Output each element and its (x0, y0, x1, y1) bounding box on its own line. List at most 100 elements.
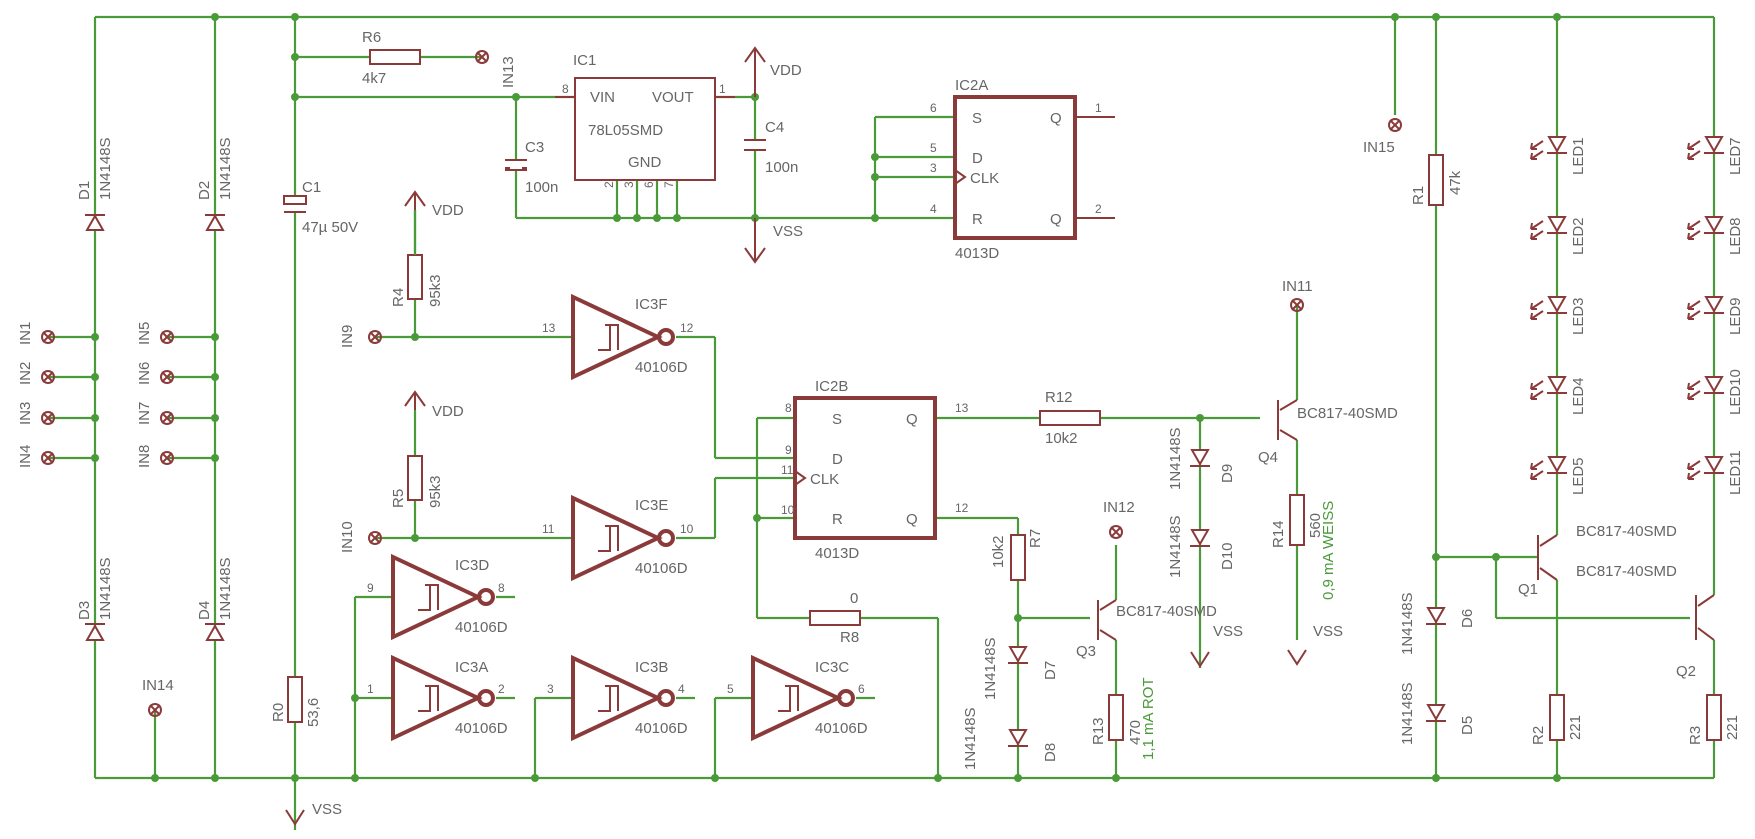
diode-d6: D6 1N4148S (1399, 592, 1476, 655)
svg-text:5: 5 (930, 141, 937, 155)
svg-text:1: 1 (719, 82, 726, 96)
capacitors: C3 100n C4 100n C1 47µ 50V (283, 119, 798, 236)
svg-text:12: 12 (680, 321, 694, 335)
inverter-ic3c: IC3C 40106D 5 6 (727, 654, 868, 742)
svg-text:C3: C3 (525, 139, 544, 156)
led-label: LED2 (1570, 217, 1587, 255)
svg-text:6: 6 (642, 181, 656, 188)
svg-text:0: 0 (850, 590, 858, 607)
svg-text:Q4: Q4 (1258, 449, 1278, 466)
led-led11: LED11 (1687, 450, 1744, 495)
led-led3: LED3 (1530, 296, 1587, 335)
svg-text:4013D: 4013D (815, 545, 859, 562)
svg-text:R7: R7 (1027, 529, 1044, 548)
inverter-ic3b: IC3B 40106D 3 4 (547, 654, 688, 742)
ic1-regulator: IC1 VIN VOUT 78L05SMD GND 8 1 2 3 6 7 (555, 52, 735, 188)
label-in1: IN1 (17, 322, 34, 345)
svg-text:IC3E: IC3E (635, 497, 668, 514)
resistor-r5: R5 95k3 (390, 455, 444, 508)
svg-text:40106D: 40106D (455, 619, 508, 636)
svg-text:1N4148S: 1N4148S (1399, 682, 1416, 745)
svg-text:D1: D1 (76, 181, 93, 200)
label-in9: IN9 (339, 325, 356, 348)
svg-text:Q: Q (906, 511, 918, 528)
svg-text:8: 8 (562, 82, 569, 96)
svg-text:53,6: 53,6 (305, 698, 322, 727)
svg-text:IC3A: IC3A (455, 659, 488, 676)
diode-d10: D10 1N4148S (1167, 515, 1236, 578)
svg-text:1N4148S: 1N4148S (1167, 515, 1184, 578)
svg-text:R4: R4 (390, 288, 407, 307)
svg-text:R6: R6 (362, 29, 381, 46)
vss-symbol: VSS (1190, 623, 1243, 668)
led-label: LED9 (1727, 297, 1744, 335)
svg-text:R8: R8 (840, 629, 859, 646)
svg-text:D: D (972, 150, 983, 167)
label-in5: IN5 (136, 322, 153, 345)
vss-symbol: VSS (1287, 623, 1343, 666)
svg-text:D9: D9 (1219, 464, 1236, 483)
ic2b-flipflop: IC2B 4013D S D CLK R Q Q 8 9 11 10 13 12 (781, 378, 969, 562)
svg-text:11: 11 (781, 463, 794, 477)
label-in14: IN14 (142, 677, 174, 694)
transistor-q1: BC817-40SMD Q1 (1518, 523, 1677, 598)
svg-text:1N4148S: 1N4148S (97, 137, 114, 200)
svg-text:5: 5 (727, 682, 734, 696)
svg-text:Q2: Q2 (1676, 663, 1696, 680)
vdd-symbol: VDD (404, 190, 464, 219)
diode-d1: D1 1N4148S (76, 137, 114, 231)
svg-text:7: 7 (662, 181, 676, 188)
svg-text:1: 1 (367, 682, 374, 696)
svg-text:D4: D4 (196, 601, 213, 620)
svg-text:BC817-40SMD: BC817-40SMD (1297, 405, 1398, 422)
svg-text:Q: Q (1050, 211, 1062, 228)
note-rot-current: 1,1 mA ROT (1140, 677, 1157, 760)
diodes: D1 1N4148S D2 1N4148S D3 1N4148S D4 1N41… (76, 137, 1476, 770)
svg-text:2: 2 (1095, 202, 1102, 216)
transistors: BC817-40SMD Q4 BC817-40SMD Q3 BC817-40SM… (1076, 399, 1715, 680)
svg-text:1N4148S: 1N4148S (97, 557, 114, 620)
inverter-ic3d: IC3D 40106D 9 8 (367, 553, 508, 641)
svg-text:IC3D: IC3D (455, 557, 489, 574)
wires (48, 15, 1716, 830)
led-led8: LED8 (1687, 216, 1744, 255)
svg-text:40106D: 40106D (455, 720, 508, 737)
svg-text:BC817-40SMD: BC817-40SMD (1576, 523, 1677, 540)
svg-text:11: 11 (542, 522, 555, 536)
label-in12: IN12 (1103, 499, 1135, 516)
svg-text:10: 10 (680, 522, 694, 536)
svg-text:S: S (972, 110, 982, 127)
svg-text:D3: D3 (76, 601, 93, 620)
capacitor-c1: C1 47µ 50V (283, 179, 358, 236)
svg-text:IC2A: IC2A (955, 77, 988, 94)
svg-text:R14: R14 (1270, 520, 1287, 548)
svg-text:1N4148S: 1N4148S (1167, 427, 1184, 490)
svg-text:D2: D2 (196, 181, 213, 200)
svg-text:R0: R0 (270, 703, 287, 722)
svg-text:470: 470 (1127, 720, 1144, 745)
svg-text:6: 6 (858, 682, 865, 696)
svg-text:560: 560 (1307, 513, 1324, 538)
led-label: LED5 (1570, 457, 1587, 495)
svg-text:D7: D7 (1042, 661, 1059, 680)
svg-text:8: 8 (785, 401, 792, 415)
diode-d5: D5 1N4148S (1399, 682, 1476, 745)
label-in4: IN4 (17, 445, 34, 468)
schmitt-inverters: IC3F 40106D 13 12 IC3E 40106D 11 10 IC3D… (367, 293, 868, 742)
transistor-q3: BC817-40SMD Q3 (1076, 599, 1217, 660)
resistor-r3: R3 221 (1687, 694, 1741, 745)
svg-text:VSS: VSS (1213, 623, 1243, 640)
svg-text:VDD: VDD (770, 62, 802, 79)
svg-text:D5: D5 (1459, 716, 1476, 735)
svg-text:4k7: 4k7 (362, 70, 386, 87)
svg-text:S: S (832, 411, 842, 428)
label-in3: IN3 (17, 402, 34, 425)
ic2a-flipflop: IC2A 4013D S D CLK R Q Q 6 5 3 4 1 2 (930, 77, 1115, 262)
led-led4: LED4 (1530, 376, 1587, 415)
resistor-r0: R0 53,6 (270, 676, 322, 727)
svg-text:VDD: VDD (432, 202, 464, 219)
svg-text:9: 9 (785, 443, 792, 457)
svg-text:C1: C1 (302, 179, 321, 196)
label-in10: IN10 (339, 521, 356, 553)
